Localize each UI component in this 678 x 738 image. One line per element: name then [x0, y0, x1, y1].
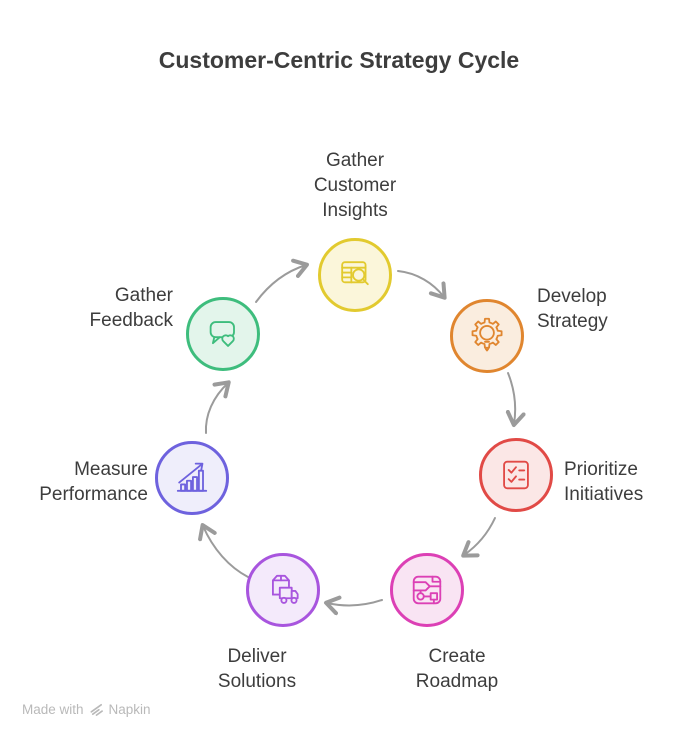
watermark-brand: Napkin	[108, 702, 151, 717]
arrow-deliver-to-measure	[198, 523, 249, 578]
node-label-prioritize-initiatives: Prioritize Initiatives	[564, 459, 644, 505]
node-develop-strategy	[450, 299, 524, 373]
arrow-feedback-to-insights	[255, 258, 309, 303]
node-gather-feedback	[186, 297, 260, 371]
arrow-prioritize-to-roadmap	[461, 517, 496, 558]
node-label-create-roadmap: Create Roadmap	[415, 646, 499, 692]
bar-chart-growth-icon	[176, 462, 208, 492]
node-label-measure-performance: Measure Performance	[39, 459, 148, 505]
node-label-gather-feedback: Gather Feedback	[89, 285, 173, 331]
arrow-measure-to-feedback	[204, 380, 231, 434]
napkin-logo-icon	[90, 703, 103, 716]
node-create-roadmap	[390, 553, 464, 627]
node-label-deliver-solutions: Deliver Solutions	[217, 646, 297, 692]
node-measure-performance	[155, 441, 229, 515]
checklist-icon	[503, 460, 529, 490]
node-prioritize-initiatives	[479, 438, 553, 512]
table-search-icon	[341, 261, 369, 286]
arrow-roadmap-to-deliver	[324, 595, 383, 616]
chat-heart-icon	[209, 321, 235, 347]
watermark-prefix: Made with	[22, 702, 84, 717]
gear-lightbulb-icon	[471, 317, 503, 352]
arrow-insights-to-strategy	[397, 270, 447, 300]
roadmap-icon	[412, 575, 442, 605]
napkin-watermark: Made with Napkin	[22, 702, 151, 717]
node-label-develop-strategy: Develop Strategy	[537, 286, 608, 332]
arrow-strategy-to-prioritize	[505, 372, 526, 427]
node-label-gather-customer-insights: Gather Customer Insights	[313, 150, 397, 221]
page-title: Customer-Centric Strategy Cycle	[158, 47, 520, 73]
delivery-truck-icon	[272, 574, 299, 604]
node-gather-customer-insights	[318, 238, 392, 312]
node-deliver-solutions	[246, 553, 320, 627]
